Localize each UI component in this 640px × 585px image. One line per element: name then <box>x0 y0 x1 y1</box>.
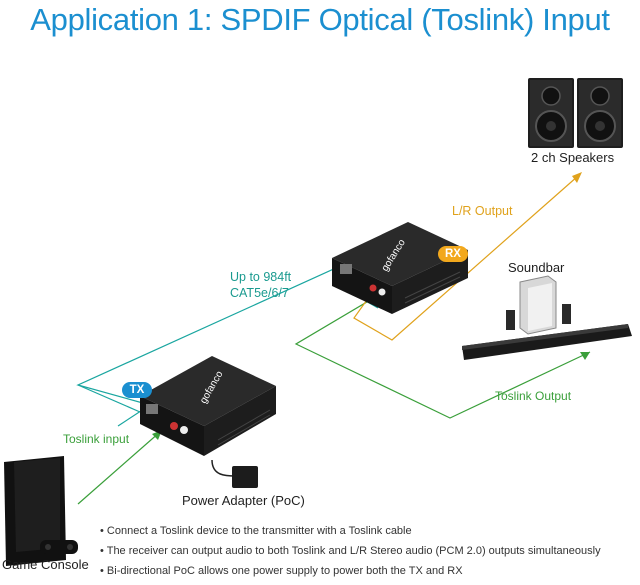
speakers-illustration <box>528 78 623 148</box>
feature-list: • Connect a Toslink device to the transm… <box>100 525 601 585</box>
lr-output-label: L/R Output <box>452 204 513 218</box>
speakers-label: 2 ch Speakers <box>531 150 615 165</box>
cat-cable-back <box>77 384 141 413</box>
rx-device <box>332 222 468 314</box>
game-console-label: Game Console <box>2 557 89 572</box>
lr-output-arrow <box>572 172 582 183</box>
cable-type-label: CAT5e/6/7 <box>230 286 289 300</box>
feature-bullet: • Bi-directional PoC allows one power su… <box>100 565 463 577</box>
toslink-output-line <box>294 292 591 419</box>
page-title: Application 1: SPDIF Optical (Toslink) I… <box>30 2 610 37</box>
power-adapter-illustration <box>211 459 258 488</box>
toslink-output-arrow <box>580 352 590 360</box>
rx-badge: RX <box>438 246 468 262</box>
tx-device <box>140 356 276 456</box>
distance-label: Up to 984ft <box>230 270 292 284</box>
lr-output-line <box>353 175 579 341</box>
game-console-illustration <box>4 456 78 566</box>
soundbar-illustration <box>462 275 632 360</box>
feature-bullet: • Connect a Toslink device to the transm… <box>100 525 412 537</box>
tx-badge: TX <box>122 382 152 398</box>
power-adapter-label: Power Adapter (PoC) <box>182 493 305 508</box>
feature-bullet: • The receiver can output audio to both … <box>100 545 601 557</box>
toslink-output-label: Toslink Output <box>495 389 572 403</box>
toslink-input-line <box>77 431 161 505</box>
toslink-input-label: Toslink input <box>63 432 130 446</box>
soundbar-label: Soundbar <box>508 260 565 275</box>
